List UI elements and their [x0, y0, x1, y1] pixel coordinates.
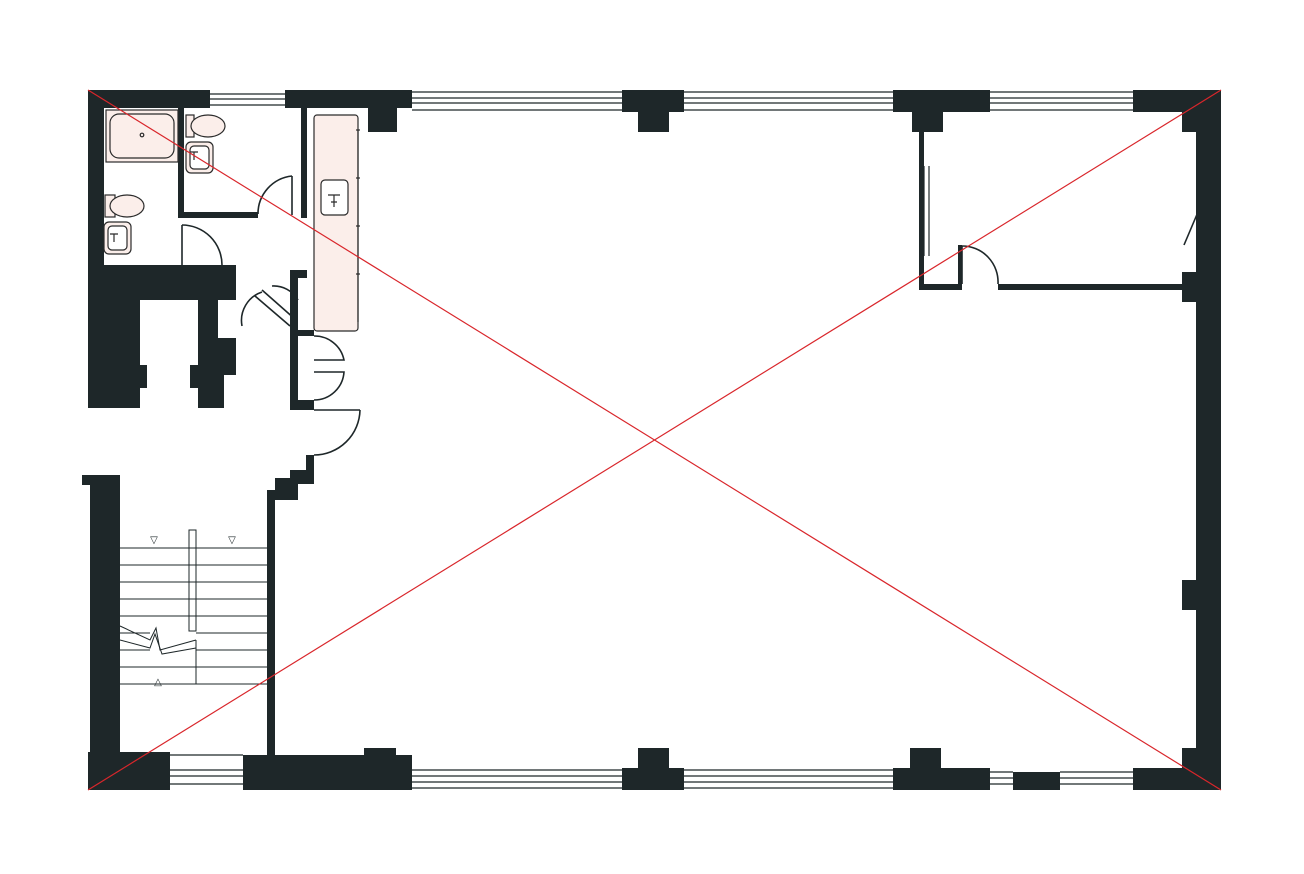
- diagonal-cross: [87, 89, 1222, 791]
- wall-office-left: [919, 130, 924, 290]
- kitchen-counter: [313, 114, 360, 332]
- washbasin-icon-bath: [185, 141, 214, 174]
- stair-treads: [120, 547, 267, 685]
- wall-bath-bottom: [104, 265, 180, 271]
- wall-core-vertical: [301, 108, 307, 218]
- wall-bottom-c: [893, 768, 990, 790]
- window-bottom-3: [684, 769, 893, 789]
- diagonal-line-b: [87, 89, 1222, 791]
- doors: [181, 175, 1199, 456]
- wall-bottom-right: [1133, 768, 1221, 790]
- toilet-icon-bath: [185, 114, 226, 138]
- windows: [170, 91, 1133, 789]
- door-closet-pair[interactable]: [313, 335, 345, 401]
- wall-wc-bottom: [178, 212, 258, 218]
- sink-icon: [320, 179, 349, 216]
- wall-top-a: [285, 90, 412, 108]
- bathtub-icon: [105, 109, 179, 163]
- wall-bottom-b: [622, 768, 684, 790]
- stair-stringer: [188, 529, 197, 684]
- door-right-edge: [1183, 211, 1199, 246]
- wall-passage-a: [180, 265, 236, 273]
- wall-bath-divider: [178, 108, 184, 218]
- window-bottom-1: [170, 754, 243, 785]
- stair-break-line: [119, 625, 197, 655]
- door-bathroom[interactable]: [181, 224, 223, 266]
- wall-office-bottom-b: [998, 284, 1184, 290]
- stair-arrow-down-icon: ▽: [150, 535, 158, 546]
- wall-right: [1196, 90, 1221, 790]
- wall-left-stair-cap: [82, 475, 120, 485]
- wall-left-upper: [88, 90, 104, 275]
- wall-core-mid: [290, 270, 314, 410]
- column-right-b: [1182, 580, 1198, 610]
- column-bottom-b: [638, 748, 669, 770]
- wall-top-c: [893, 90, 990, 112]
- wall-left-stair: [90, 475, 120, 775]
- column-bottom-a: [364, 748, 396, 768]
- wall-bottom-mid: [1013, 772, 1060, 790]
- fixtures: [103, 109, 360, 332]
- wall-top-left: [88, 90, 210, 108]
- window-bottom-4: [990, 771, 1013, 785]
- walls: [82, 90, 1221, 790]
- wall-core-top-stub: [290, 316, 298, 330]
- wall-top-b: [622, 90, 684, 112]
- stair-arrow-down-icon: ▽: [228, 535, 236, 546]
- window-bottom-2: [412, 769, 622, 789]
- window-top-2: [412, 91, 622, 111]
- column-bottom-c: [910, 748, 941, 770]
- door-passage-double[interactable]: [240, 285, 299, 327]
- column-top-c: [912, 112, 943, 132]
- window-bottom-5: [1060, 771, 1133, 785]
- wall-office-bottom-a: [919, 284, 959, 290]
- washbasin-icon-wc: [103, 221, 132, 255]
- stair-arrow-up-icon: △: [154, 677, 162, 688]
- door-entrance[interactable]: [313, 409, 361, 456]
- wall-office-door-jamb: [958, 245, 962, 290]
- door-wc[interactable]: [257, 175, 293, 215]
- wall-left-block-a: [88, 270, 236, 408]
- column-right-a: [1182, 272, 1198, 302]
- window-top-4: [990, 91, 1133, 111]
- column-right-c: [1182, 748, 1198, 770]
- window-top-3: [684, 91, 893, 111]
- wall-stair-right: [267, 455, 314, 757]
- stairs: ▽ ▽ △: [119, 529, 267, 688]
- toilet-icon-wc: [104, 194, 145, 218]
- column-top-b: [638, 112, 669, 132]
- column-top-a: [368, 108, 397, 132]
- window-top-1: [210, 93, 285, 106]
